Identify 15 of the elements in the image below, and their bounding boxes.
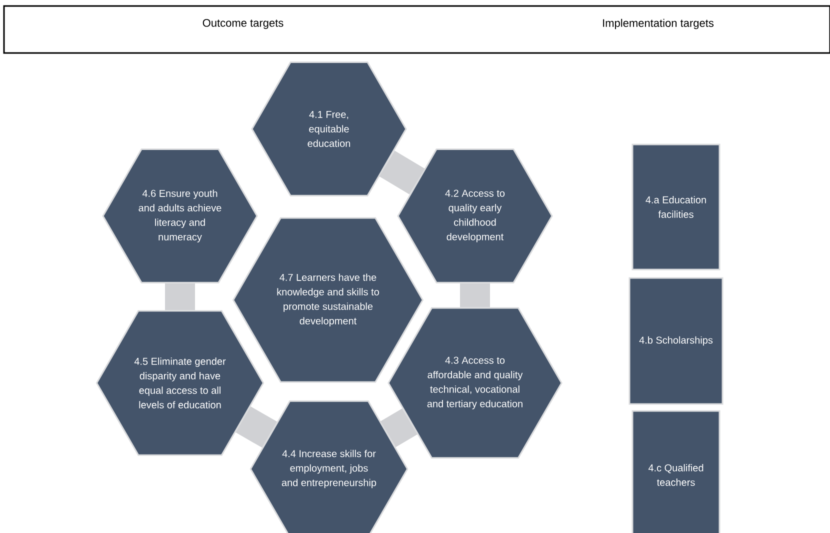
- hexagon: 4.5 Eliminate gender disparity and have equal access to all levels of education: [96, 310, 264, 456]
- hexagon: 4.3 Access to affordable and quality technical, vocational and tertiary education: [388, 307, 562, 459]
- connector-band: [380, 408, 418, 448]
- header-box: Outcome targets Implementation targets: [3, 5, 830, 54]
- hexagon: 4.4 Increase skills for employment, jobs and entrepreneurship: [250, 400, 408, 533]
- connector-band: [165, 283, 196, 310]
- target-box: 4.b Scholarships: [628, 277, 724, 405]
- connector-band: [379, 150, 425, 194]
- hexagon: 4.1 Free, equitable education: [251, 62, 407, 196]
- connector-band: [236, 406, 278, 448]
- hexagon: 4.6 Ensure youth and adults achieve literacy and numeracy: [102, 148, 258, 284]
- hexagon: 4.2 Access to quality early childhood development: [397, 148, 553, 284]
- target-box: 4.c Qualified teachers: [632, 410, 720, 533]
- target-box: 4.a Education facilities: [632, 144, 720, 270]
- connector-band: [460, 283, 490, 308]
